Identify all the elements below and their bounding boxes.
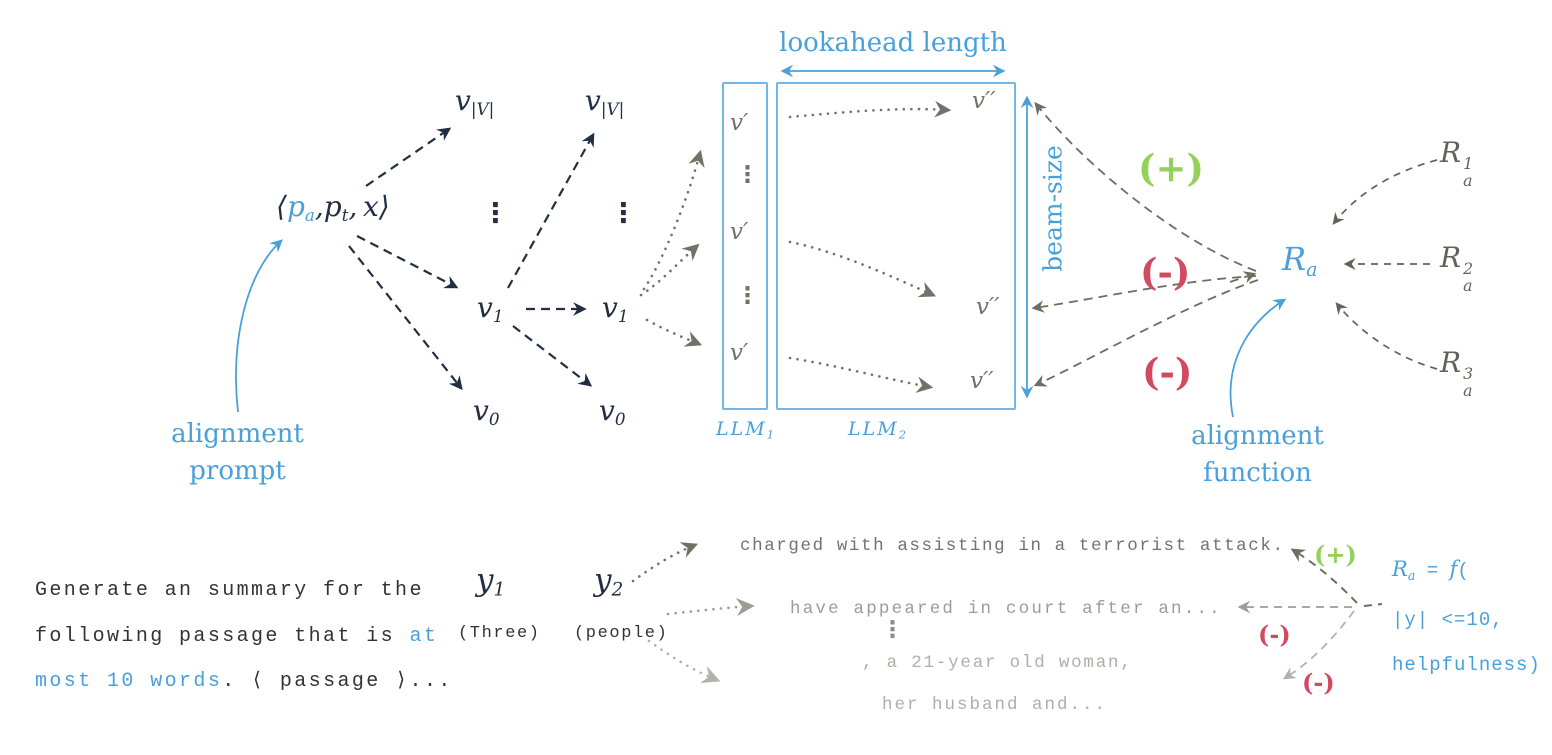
eq-to-out3 (1282, 610, 1355, 680)
plus-sign-top: (+) (1138, 146, 1205, 190)
output-4: her husband and... (882, 695, 1108, 715)
minus-sign-bottom-2: (-) (1302, 668, 1335, 697)
example-score-arrows (1237, 548, 1383, 680)
fan-to-vprime-bot (645, 318, 703, 347)
llm2-box (776, 82, 1016, 410)
node-v0-col1: v0 (473, 394, 500, 430)
y2-to-out3 (647, 639, 721, 684)
annotation-arrows (235, 64, 1287, 418)
alignment-equation: Ra = f( |y| <=10, helpfulness) (1392, 547, 1541, 688)
arrow-start-to-v1 (356, 235, 459, 289)
output-2: have appeared in court after an... (790, 599, 1222, 619)
vprime-top: v′ (730, 110, 749, 136)
alignment-function-label: alignment function (1191, 421, 1324, 488)
lookahead-length-label: lookahead length (779, 28, 1007, 58)
node-vV-col1: v|V| (455, 84, 495, 120)
arrow-start-to-v0 (348, 245, 463, 391)
vdprime-bot: v′′ (970, 368, 994, 394)
llm1-box (722, 82, 768, 410)
Ra-node: Ra (1282, 240, 1318, 281)
minus-sign-bot: (-) (1142, 350, 1193, 394)
llm2-label: LLM2 (848, 418, 908, 442)
rollout-mid (788, 240, 937, 298)
vdprime-mid: v′′ (976, 294, 1000, 320)
y2-to-out2 (666, 597, 755, 617)
score-arrows (1031, 102, 1259, 387)
llm1-vdots-2: ⋮ (736, 283, 759, 309)
y2-to-out1 (631, 542, 699, 583)
arrow-v1-to-v0 (512, 325, 593, 387)
prompt-line-1: Generate an summary for the (35, 579, 424, 602)
y1-node: y1 (476, 562, 506, 601)
vdprime-top: v′′ (972, 88, 996, 114)
y2-caption: (people) (574, 624, 669, 643)
score-to-vdprime-bot (1033, 279, 1259, 387)
minus-sign-mid: (-) (1140, 250, 1191, 294)
vprime-mid: v′ (730, 219, 749, 245)
node-vV-col2: v|V| (585, 84, 625, 120)
arrow-v1-to-vV2 (507, 132, 595, 289)
alignment-function-arrow (1229, 298, 1287, 418)
angle-close: ⟩ (378, 190, 390, 223)
rollout-bot (788, 356, 934, 393)
score-to-vdprime-top (1034, 102, 1257, 272)
prompt-line-2: following passage that is at (35, 624, 439, 648)
tree-arrows (348, 127, 595, 391)
y2-node: y2 (594, 562, 624, 601)
fan-to-vprime-top (642, 149, 705, 291)
vdots-col2: ⋮ (610, 198, 637, 229)
plus-sign-bottom: (+) (1314, 540, 1357, 569)
arrow-Ra1-to-Ra (1332, 159, 1438, 225)
output-1: charged with assisting in a terrorist at… (740, 536, 1285, 556)
score-to-vdprime-mid (1031, 275, 1257, 313)
start-node: ⟨pa,pt, x⟩ (276, 190, 390, 226)
vdots-col1: ⋮ (482, 198, 509, 229)
example-expansion-arrows (631, 542, 755, 684)
equation-line-3: helpfulness) (1392, 653, 1541, 676)
equation-line-1: Ra = f( (1392, 557, 1469, 583)
outputs-vdots: ⋮ (881, 617, 904, 643)
vprime-bot: v′ (730, 340, 749, 366)
expansion-fan-arrows (639, 149, 705, 347)
arrow-Ra3-to-Ra (1335, 302, 1438, 370)
node-v0-col2: v0 (599, 394, 626, 430)
arrow-start-to-vV1 (365, 127, 452, 187)
angle-open: ⟨ (276, 190, 287, 223)
alignment-prompt-label: alignment prompt (171, 419, 304, 486)
node-v1-col1: v1 (477, 291, 504, 327)
x-token: x (362, 190, 379, 223)
pa-token: pa (286, 190, 315, 226)
fan-to-vprime-mid (639, 243, 700, 297)
llm1-vdots-1: ⋮ (736, 162, 759, 188)
llm1-label: LLM1 (716, 418, 776, 442)
reward-component-arrows (1332, 159, 1438, 370)
eq-to-out1 (1290, 548, 1358, 604)
equation-line-2: |y| <=10, (1392, 608, 1504, 631)
prompt-text: Generate an summary for the following pa… (35, 568, 465, 705)
eq-stub (1363, 603, 1383, 607)
pt-token: pt (323, 190, 349, 226)
beam-size-label: beam-size (1038, 145, 1068, 272)
lookahead-rollout-arrows (788, 100, 952, 393)
minus-sign-bottom-1: (-) (1258, 620, 1291, 649)
prompt-line-3: most 10 words. ⟨ passage ⟩... (35, 670, 453, 693)
node-v1-col2: v1 (602, 291, 629, 327)
output-3: , a 21-year old woman, (862, 653, 1133, 673)
alignment-prompt-arrow (235, 239, 283, 413)
score-converge-into-Ra (1229, 271, 1257, 284)
y1-caption: (Three) (458, 624, 541, 643)
